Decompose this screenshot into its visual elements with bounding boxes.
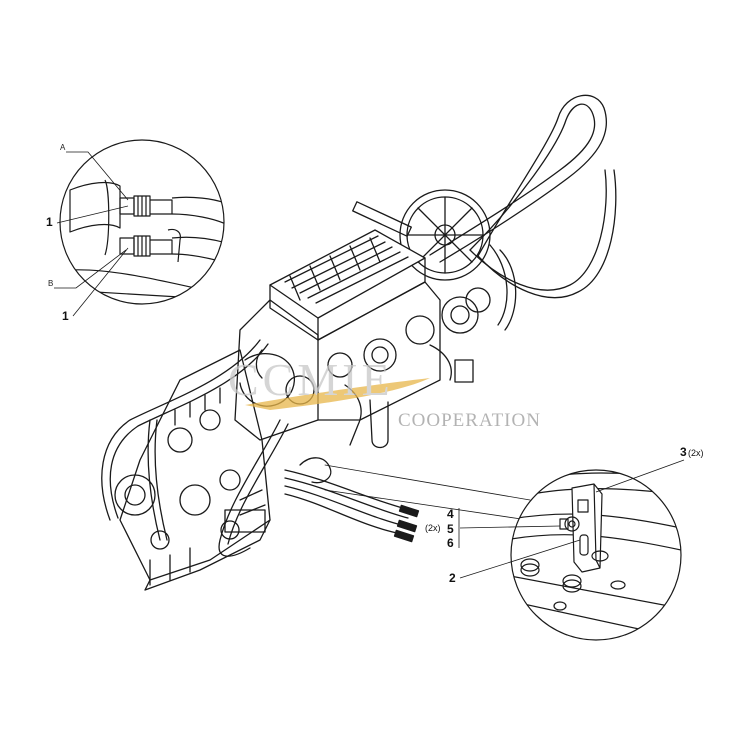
leader-2 [459, 539, 581, 579]
detail-leaders [324, 464, 531, 521]
leader-1-top [56, 205, 129, 224]
callout-1-top: 1 [46, 215, 53, 229]
detail-a-letter-a: A [60, 143, 66, 152]
callout-3: 3 [680, 445, 687, 459]
callout-6: 6 [447, 536, 454, 550]
detail-a-letter-b: B [48, 279, 53, 288]
leader-456 [459, 525, 561, 529]
detail-a: A B 1 1 [46, 139, 225, 323]
watermark-brand: CCMIE [228, 354, 394, 405]
callout-456-qty: (2x) [425, 523, 441, 533]
detail-b: 3 (2x) 4 5 6 (2x) 2 [425, 445, 704, 641]
engine-block [234, 281, 491, 449]
hoses [101, 339, 289, 557]
callout-3-qty: (2x) [688, 448, 704, 458]
leader-a [66, 151, 129, 201]
callout-2: 2 [449, 571, 456, 585]
watermark: CCMIE COOPERATION [228, 354, 541, 431]
leader-1-bottom [72, 247, 129, 317]
callout-1-bottom: 1 [62, 309, 69, 323]
detail-a-frame [59, 139, 225, 305]
engine-illustration [101, 94, 617, 591]
drive-belt [429, 94, 617, 299]
leader-b [54, 249, 127, 289]
callout-4: 4 [447, 507, 454, 521]
valve-cover [269, 201, 426, 341]
transmission [114, 349, 271, 591]
callout-5: 5 [447, 522, 454, 536]
hose-bundle [284, 457, 420, 543]
leader-3 [595, 459, 685, 493]
watermark-swoosh [245, 378, 430, 410]
watermark-subtitle: COOPERATION [398, 410, 541, 431]
